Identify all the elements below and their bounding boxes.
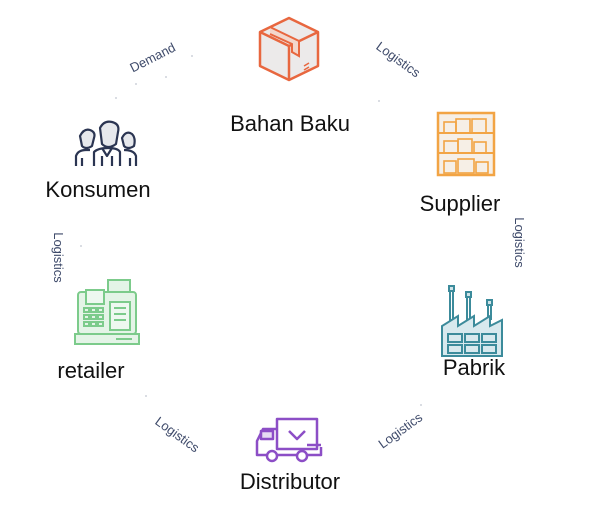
link-label-logistics: Logistics [375, 409, 426, 452]
link-label-logistics: Logistics [511, 217, 527, 268]
link-label-logistics: Logistics [152, 413, 203, 456]
connector-dot [420, 404, 422, 406]
link-label-logistics: Logistics [373, 38, 424, 81]
node-label-retailer: retailer [57, 358, 125, 383]
node-label-supplier: Supplier [419, 191, 501, 216]
connector-dot [145, 395, 147, 397]
node-label-distributor: Distributor [239, 469, 341, 494]
box-icon [258, 16, 320, 82]
node-label-pabrik: Pabrik [442, 355, 506, 380]
connector-dot [378, 100, 380, 102]
people-icon [74, 120, 138, 166]
factory-icon [441, 285, 503, 357]
connector-dot [115, 97, 117, 99]
link-label-demand: Demand [127, 39, 178, 76]
shelf-icon [436, 111, 496, 177]
truck-icon [255, 417, 323, 463]
node-label-bahan-baku: Bahan Baku [230, 111, 350, 136]
cash-register-icon [74, 279, 140, 345]
node-label-konsumen: Konsumen [45, 177, 151, 202]
connector-dot [191, 55, 193, 57]
connector-dot [165, 76, 167, 78]
link-label-logistics: Logistics [50, 232, 66, 283]
connector-dot [80, 245, 82, 247]
connector-dot [135, 83, 137, 85]
